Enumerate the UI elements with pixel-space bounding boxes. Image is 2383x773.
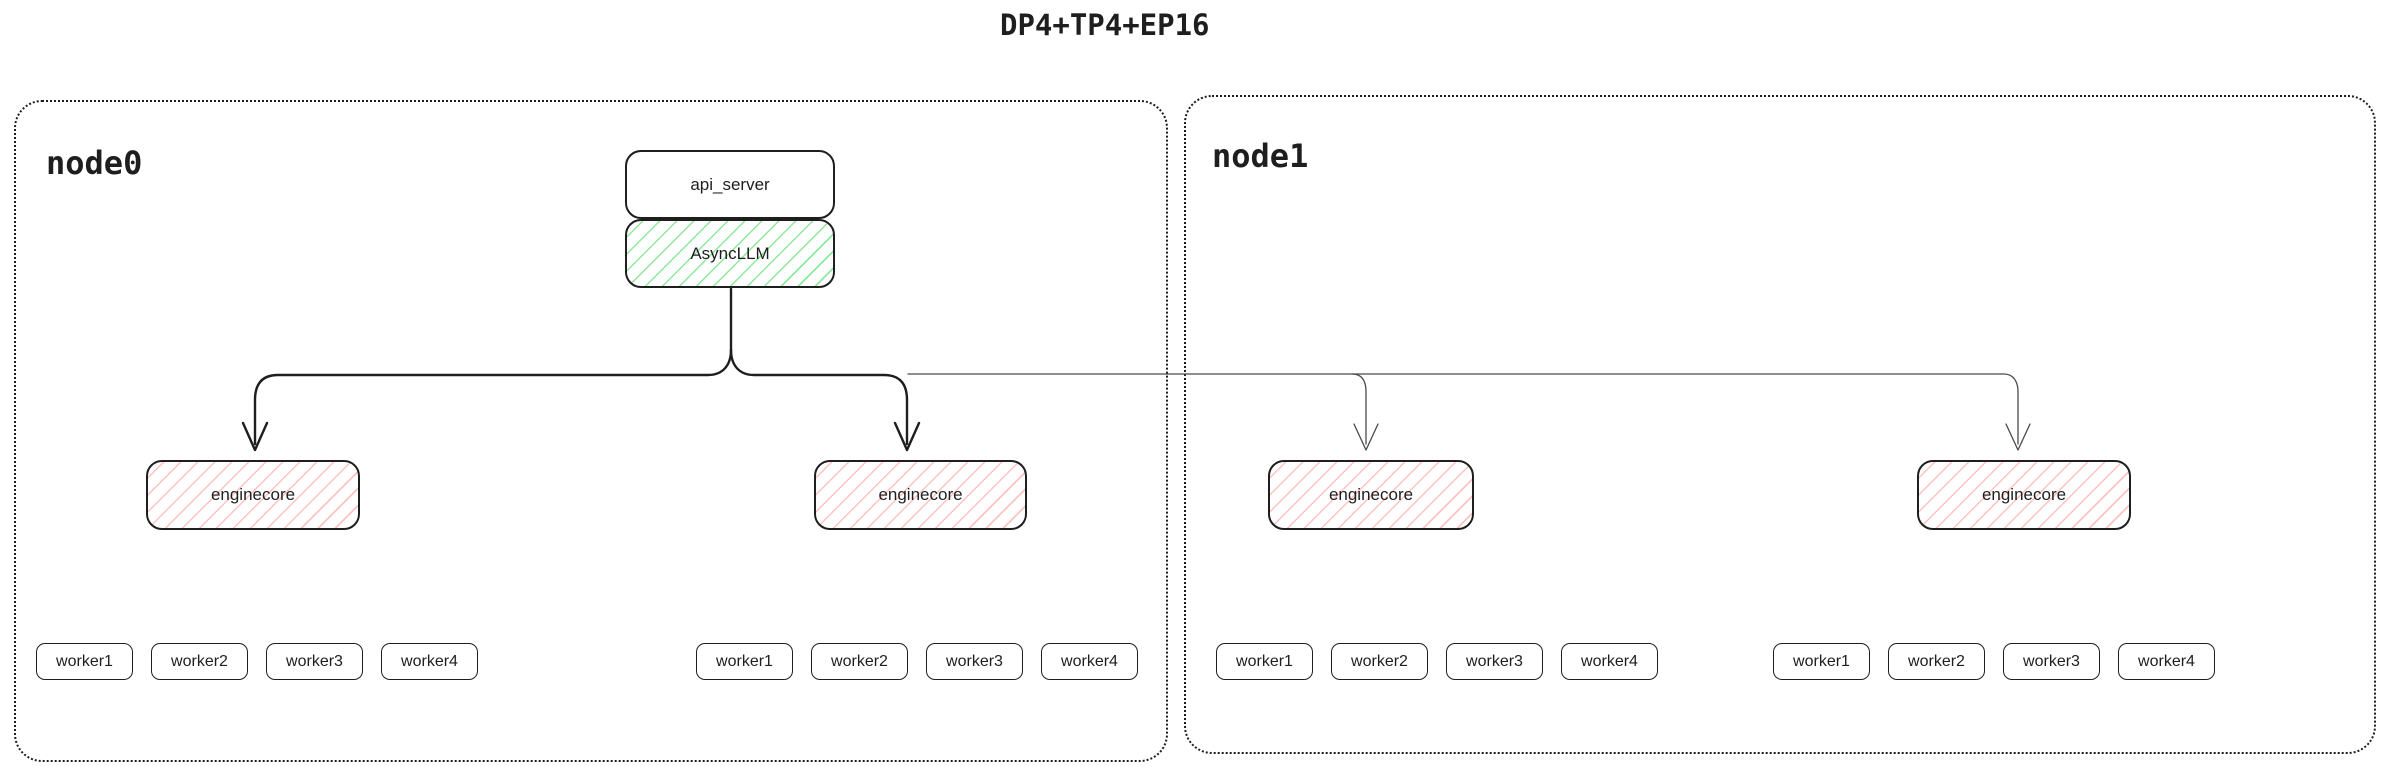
worker-box: worker1	[36, 643, 133, 680]
async-llm-label: AsyncLLM	[690, 243, 770, 263]
worker-label: worker1	[1236, 652, 1293, 670]
worker-label: worker1	[716, 652, 773, 670]
node1-enginecore-2-workers: worker1 worker2 worker3 worker4	[1773, 643, 2215, 680]
worker-box: worker2	[1331, 643, 1428, 680]
api-server-box: api_server	[625, 150, 835, 219]
enginecore-label: enginecore	[1981, 485, 2067, 504]
worker-box: worker1	[696, 643, 793, 680]
node0-enginecore-2-box: enginecore	[814, 460, 1027, 530]
worker-box: worker4	[1041, 643, 1138, 680]
node0-label: node0	[46, 144, 143, 182]
enginecore-label: enginecore	[1328, 485, 1414, 504]
api-server-label: api_server	[690, 174, 770, 194]
node0-enginecore-1-box: enginecore	[146, 460, 360, 530]
worker-label: worker2	[1908, 652, 1965, 670]
worker-box: worker4	[381, 643, 478, 680]
worker-box: worker3	[266, 643, 363, 680]
worker-label: worker3	[2023, 652, 2080, 670]
worker-box: worker2	[1888, 643, 1985, 680]
worker-box: worker3	[2003, 643, 2100, 680]
node1-label: node1	[1212, 137, 1309, 175]
node0-enginecore-2-workers: worker1 worker2 worker3 worker4	[696, 643, 1138, 680]
worker-label: worker4	[1061, 652, 1118, 670]
worker-label: worker2	[171, 652, 228, 670]
worker-box: worker3	[926, 643, 1023, 680]
worker-box: worker1	[1216, 643, 1313, 680]
worker-box: worker3	[1446, 643, 1543, 680]
node1-enginecore-1-workers: worker1 worker2 worker3 worker4	[1216, 643, 1658, 680]
worker-label: worker3	[286, 652, 343, 670]
node1-enginecore-1-box: enginecore	[1268, 460, 1474, 530]
worker-box: worker2	[151, 643, 248, 680]
worker-label: worker4	[2138, 652, 2195, 670]
async-llm-box: AsyncLLM	[625, 219, 835, 288]
worker-label: worker1	[1793, 652, 1850, 670]
worker-label: worker3	[946, 652, 1003, 670]
diagram-title: DP4+TP4+EP16	[1000, 8, 1210, 42]
worker-label: worker2	[831, 652, 888, 670]
worker-box: worker1	[1773, 643, 1870, 680]
worker-label: worker1	[56, 652, 113, 670]
worker-box: worker4	[2118, 643, 2215, 680]
enginecore-label: enginecore	[210, 485, 296, 504]
worker-label: worker2	[1351, 652, 1408, 670]
worker-box: worker2	[811, 643, 908, 680]
worker-label: worker4	[1581, 652, 1638, 670]
worker-box: worker4	[1561, 643, 1658, 680]
enginecore-label: enginecore	[878, 485, 963, 504]
worker-label: worker3	[1466, 652, 1523, 670]
node0-enginecore-1-workers: worker1 worker2 worker3 worker4	[36, 643, 478, 680]
node1-enginecore-2-box: enginecore	[1917, 460, 2131, 530]
worker-label: worker4	[401, 652, 458, 670]
